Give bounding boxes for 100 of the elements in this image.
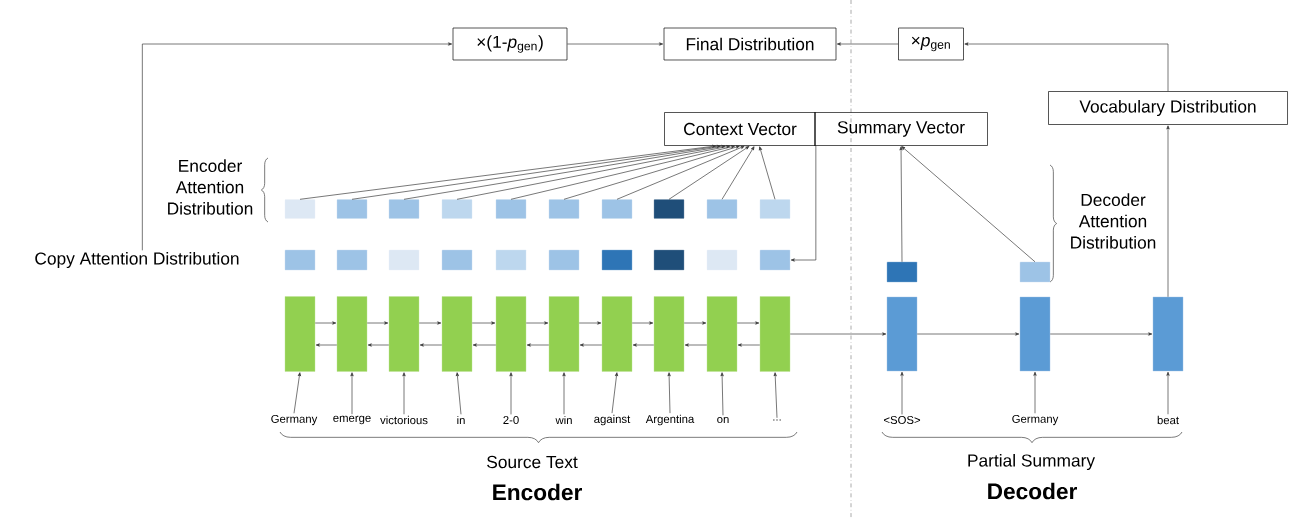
distribution-box: Summary Vector [814, 112, 988, 146]
arrow [419, 343, 443, 347]
rnn-cell [441, 296, 473, 372]
arrow [684, 343, 708, 347]
arrow [683, 321, 707, 325]
text-label: Partial Summary [968, 453, 1095, 471]
rnn-cell [706, 296, 738, 372]
rnn-cell [601, 296, 633, 372]
arrow [901, 146, 1036, 263]
arrow [721, 146, 755, 200]
arrow [563, 145, 740, 200]
arrow [737, 343, 761, 347]
arrow [964, 42, 1169, 92]
text-label: Decoder Attention Distribution [1071, 193, 1156, 249]
distribution-box: Vocabulary Distribution [1048, 91, 1288, 125]
arrow [667, 372, 671, 414]
attention-square [495, 249, 527, 271]
arrow [402, 372, 406, 415]
arrow [510, 145, 735, 200]
text-label: Source Text [487, 455, 578, 469]
arrow [456, 145, 731, 200]
word-label: <SOS> [884, 416, 921, 424]
attention-square [601, 199, 633, 219]
attention-square [388, 249, 420, 271]
attention-square [284, 199, 316, 219]
word-label: against [594, 414, 631, 426]
attention-square [548, 249, 580, 271]
arrow [632, 343, 655, 347]
word-label: Germany [271, 414, 318, 426]
arrow [403, 144, 726, 200]
arrow [916, 332, 1020, 336]
arrow [1049, 332, 1153, 336]
arrow [736, 321, 760, 325]
heading-label: Decoder [988, 482, 1077, 500]
arrow [611, 372, 619, 414]
arrow [293, 372, 301, 414]
distribution-box: Context Vector [664, 112, 816, 146]
arrow [350, 372, 354, 415]
arrow [631, 321, 654, 325]
attention-square [495, 199, 527, 219]
arrow [455, 372, 462, 415]
rnn-cell [336, 296, 368, 372]
attention-square [1019, 261, 1051, 283]
arrow [1166, 125, 1170, 298]
rnn-cell [1019, 296, 1051, 372]
attention-square [336, 199, 368, 219]
arrow [836, 42, 899, 46]
rnn-cell [284, 296, 316, 372]
attention-square [441, 249, 473, 271]
arrow [314, 321, 337, 325]
attention-square [548, 199, 580, 219]
attention-square [706, 249, 738, 271]
attention-square [759, 199, 791, 219]
rnn-cell [886, 296, 918, 372]
attention-square [388, 199, 420, 219]
rnn-cell [495, 296, 527, 372]
arrow [562, 372, 566, 415]
word-label: Germany [1012, 414, 1059, 426]
distribution-box: ×p$_{gen}$ [898, 27, 964, 61]
arrow [578, 321, 602, 325]
arrow [668, 146, 750, 200]
attention-square [653, 199, 685, 219]
arrow [471, 321, 496, 325]
word-label: ... [773, 419, 781, 421]
distribution-box: ×(1-p$_{gen}$) [452, 27, 568, 61]
word-label: Argentina [645, 414, 695, 426]
arrow [418, 321, 442, 325]
arrow [315, 343, 338, 347]
arrow [472, 343, 497, 347]
attention-square [759, 249, 791, 271]
attention-square [886, 261, 918, 283]
arrow [616, 145, 745, 200]
arrow [367, 343, 390, 347]
rnn-cell [653, 296, 685, 372]
rnn-cell [1152, 296, 1184, 372]
arrow [509, 372, 513, 415]
attention-square [601, 249, 633, 271]
word-label: in [457, 415, 465, 425]
arrow [789, 332, 887, 336]
attention-square [441, 199, 473, 219]
arrow [526, 343, 550, 347]
attention-square [284, 249, 316, 271]
arrow [366, 321, 389, 325]
arrow [567, 42, 664, 46]
attention-square [336, 249, 368, 271]
rnn-cell [388, 296, 420, 372]
heading-label: Encoder [493, 483, 582, 501]
word-label: on [717, 416, 729, 424]
rnn-cell [759, 296, 791, 372]
word-label: emerge [333, 415, 371, 425]
word-label: win [555, 415, 572, 425]
arrow [525, 321, 549, 325]
distribution-box: Final Distribution [663, 27, 837, 61]
arrow [1166, 371, 1170, 415]
text-label: Encoder Attention Distribution [168, 159, 253, 215]
attention-square [653, 249, 685, 271]
arrow [759, 146, 776, 200]
word-label: beat [1157, 415, 1179, 425]
arrow [899, 146, 903, 263]
word-label: 2-0 [503, 416, 519, 424]
